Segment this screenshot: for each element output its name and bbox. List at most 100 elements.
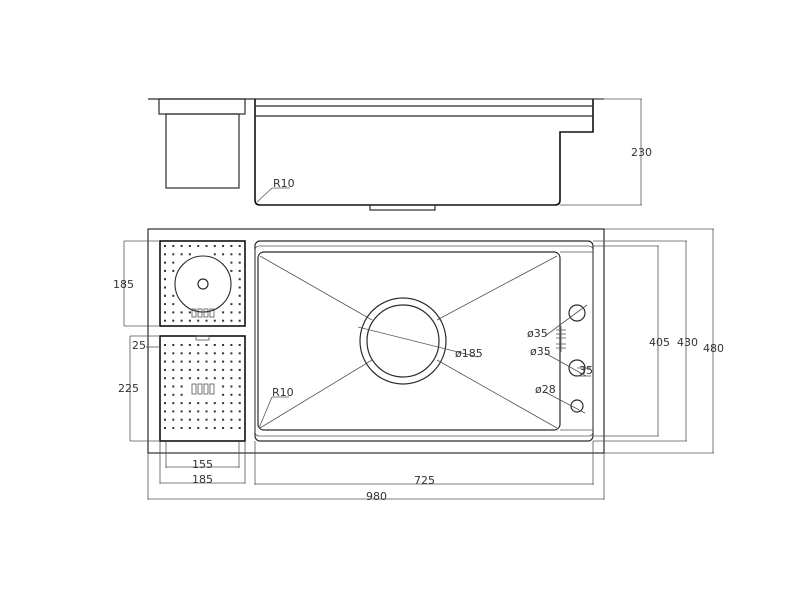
perforation-dot	[197, 402, 200, 405]
perforation-dot	[205, 402, 208, 405]
perforation-dot	[222, 344, 225, 346]
perforation-dot	[238, 344, 241, 346]
perforation-dot	[172, 253, 175, 256]
board-top-slots	[191, 308, 215, 318]
board-top-dot-pattern	[164, 245, 241, 322]
perforation-dot	[197, 368, 200, 371]
radius-leader-top	[258, 396, 273, 429]
perforation-dot	[164, 427, 166, 429]
perforation-dot	[238, 245, 241, 247]
perforation-dot	[188, 402, 191, 405]
perforation-dot	[222, 402, 225, 405]
slope-line-br	[436, 359, 558, 429]
perforation-dot	[197, 377, 200, 380]
bowl-inner	[257, 251, 561, 431]
perforation-dot	[238, 427, 241, 429]
perforation-dot	[164, 311, 166, 314]
perforation-dot	[164, 261, 166, 264]
perforation-dot	[197, 360, 200, 363]
perforation-dot	[230, 352, 233, 355]
perforation-dot	[172, 360, 175, 363]
perforation-dot	[230, 385, 233, 388]
drain-stub	[369, 204, 436, 211]
perforation-dot	[188, 253, 191, 256]
perforation-dot	[172, 319, 175, 322]
sink-side-body	[254, 99, 594, 206]
hole-a-label: ø35	[527, 327, 548, 340]
perforation-dot	[230, 261, 233, 264]
perforation-dot	[197, 418, 200, 421]
board-side-body	[165, 113, 240, 189]
perforation-dot	[230, 427, 233, 429]
board-top-center-hole	[197, 278, 209, 290]
perforation-dot	[222, 352, 225, 355]
bowl-outer	[254, 240, 594, 442]
perforation-dot	[172, 303, 175, 306]
perforation-dot	[205, 418, 208, 421]
perforation-dot	[164, 245, 166, 247]
perforation-dot	[188, 377, 191, 380]
perforation-dot	[180, 377, 183, 380]
perforation-dot	[180, 410, 183, 413]
perforation-dot	[172, 393, 175, 396]
perforation-dot	[230, 360, 233, 363]
perforation-dot	[238, 261, 241, 264]
faucet-hole-c	[570, 399, 584, 413]
perforation-dot	[222, 311, 225, 314]
perforation-dot	[222, 253, 225, 256]
perforation-dot	[238, 393, 241, 396]
perforation-dot	[205, 352, 208, 355]
perforation-dot	[164, 402, 166, 405]
hole-a-leader	[544, 304, 588, 337]
perforation-dot	[180, 319, 183, 322]
perforation-dot	[188, 352, 191, 355]
dim-label-185-left: 185	[113, 278, 134, 291]
dim-label-225: 225	[118, 382, 139, 395]
radius-leader-side	[256, 187, 273, 203]
perforation-dot	[230, 368, 233, 371]
perforation-dot	[222, 418, 225, 421]
perforation-dot	[205, 319, 208, 322]
perforation-dot	[180, 352, 183, 355]
dim-label-155: 155	[192, 458, 213, 471]
perforation-dot	[213, 368, 216, 371]
perforation-dot	[188, 410, 191, 413]
slope-line-tr	[436, 255, 558, 321]
perforation-dot	[164, 269, 166, 272]
perforation-dot	[230, 377, 233, 380]
perforation-dot	[238, 286, 241, 289]
perforation-dot	[164, 319, 166, 322]
perforation-dot	[238, 377, 241, 380]
radius-label-top: R10	[272, 386, 294, 399]
perforation-dot	[205, 368, 208, 371]
perforation-dot	[172, 368, 175, 371]
perforation-dot	[238, 303, 241, 306]
perforation-dot	[197, 344, 200, 346]
perforation-dot	[172, 418, 175, 421]
perforation-dot	[172, 385, 175, 388]
perforation-dot	[205, 427, 208, 429]
board-top-outline	[159, 240, 246, 327]
perforation-dot	[172, 352, 175, 355]
perforation-dot	[172, 402, 175, 405]
drain-diameter-label: ø185	[455, 347, 483, 360]
perforation-dot	[164, 393, 166, 396]
perforation-dot	[180, 368, 183, 371]
perforation-dot	[180, 393, 183, 396]
dim-label-980: 980	[366, 490, 387, 503]
hole-spacing-marks	[556, 326, 591, 377]
hole-c-leader	[544, 391, 586, 414]
top-plan-view: ø185 R10 ø35 ø35 35	[113, 228, 724, 503]
faucet-hole-a	[568, 304, 586, 322]
perforation-dot	[172, 410, 175, 413]
right-dimensions: 405 430 480	[593, 228, 724, 454]
perforation-dot	[238, 278, 241, 281]
perforation-dot	[238, 269, 241, 272]
board-bottom-dot-pattern	[164, 344, 241, 429]
perforation-dot	[180, 360, 183, 363]
dim-label-25: 25	[132, 339, 146, 352]
perforation-dot	[222, 385, 225, 388]
board-side-top	[158, 98, 246, 115]
slope-line-tl	[259, 255, 373, 321]
